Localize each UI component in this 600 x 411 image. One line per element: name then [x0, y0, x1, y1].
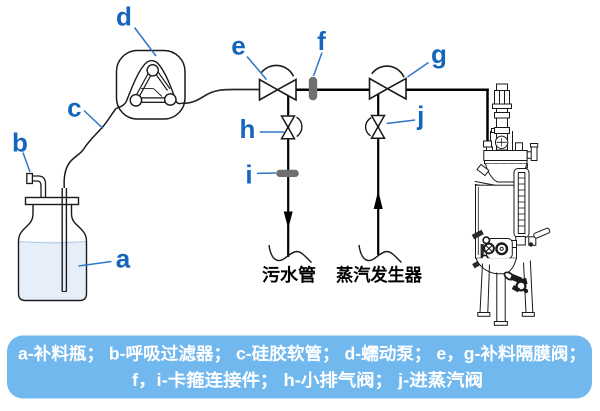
- svg-text:a-补料瓶； b-呼吸过滤器； c-硅胶软管； d-蠕动: a-补料瓶； b-呼吸过滤器； c-硅胶软管； d-蠕动泵； e，g-补料隔膜阀…: [18, 344, 586, 364]
- svg-text:e: e: [231, 30, 245, 60]
- svg-text:h: h: [239, 114, 255, 144]
- svg-text:污水管: 污水管: [262, 265, 316, 285]
- svg-text:g: g: [431, 39, 447, 69]
- svg-text:b: b: [12, 127, 28, 157]
- svg-text:c: c: [67, 92, 81, 122]
- svg-text:f，i-卡箍连接件； h-小排气阀； j-进蒸汽阀: f，i-卡箍连接件； h-小排气阀； j-进蒸汽阀: [132, 370, 483, 390]
- svg-text:蒸汽发生器: 蒸汽发生器: [336, 265, 422, 285]
- svg-text:a: a: [116, 244, 131, 274]
- svg-text:f: f: [317, 26, 326, 56]
- svg-text:i: i: [245, 159, 252, 189]
- svg-text:d: d: [116, 2, 132, 32]
- svg-text:j: j: [416, 100, 424, 130]
